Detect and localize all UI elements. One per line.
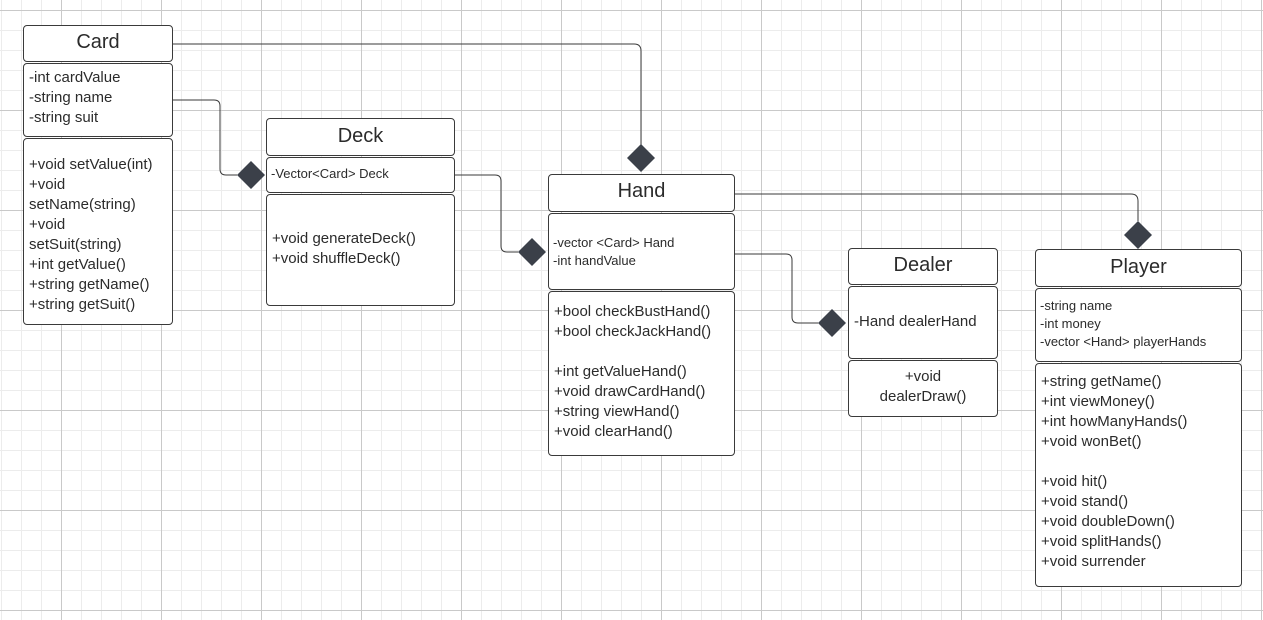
deck-methods-box[interactable]: +void generateDeck() +void shuffleDeck() [266, 194, 455, 306]
card-methods-line: setName(string) [29, 196, 136, 213]
deck-methods-line: +void shuffleDeck() [272, 250, 401, 267]
card-attributes-line: -int cardValue [29, 69, 121, 86]
player-class-title: Player [1110, 256, 1167, 278]
player-attributes-line: -vector <Hand> playerHands [1040, 334, 1207, 349]
card-methods-line: +void [29, 176, 66, 193]
hand-methods-line: +void drawCardHand() [554, 383, 706, 400]
card-methods-line: +string getSuit() [29, 296, 136, 313]
hand-attributes: -vector <Card> Hand -int handValue [549, 234, 734, 270]
hand-methods-line: +bool checkBustHand() [554, 303, 711, 320]
player-methods-line: +void hit() [1041, 473, 1108, 490]
composition-diamond-deck[interactable] [237, 161, 265, 189]
hand-methods-line: +void clearHand() [554, 423, 673, 440]
player-attributes-box[interactable]: -string name -int money -vector <Hand> pla… [1035, 288, 1242, 362]
deck-attributes: -Vector<Card> Deck [267, 165, 454, 183]
card-methods-box[interactable]: +void setValue(int) +void setName(string) +… [23, 138, 173, 325]
card-methods-line: +void [29, 216, 66, 233]
dealer-methods-line: dealerDraw() [879, 388, 967, 405]
player-methods-line: +int viewMoney() [1041, 393, 1155, 410]
dealer-attributes-line: -Hand dealerHand [854, 313, 977, 330]
dealer-methods: +void dealerDraw() [849, 367, 997, 407]
hand-methods-line [554, 342, 734, 362]
player-methods-line: +void wonBet() [1041, 433, 1142, 450]
connector-hand-dealer[interactable] [735, 253, 818, 324]
player-methods-line [1041, 452, 1241, 472]
card-attributes-line: -string name [29, 89, 113, 106]
deck-methods-line: +void generateDeck() [272, 230, 416, 247]
card-methods-line: +int getValue() [29, 256, 126, 273]
card-methods-line: +void setValue(int) [29, 156, 153, 173]
hand-methods: +bool checkBustHand() +bool checkJackHand… [549, 302, 734, 442]
deck-methods: +void generateDeck() +void shuffleDeck() [267, 229, 454, 269]
card-class-title: Card [76, 31, 120, 53]
composition-diamond-dealer[interactable] [818, 309, 846, 337]
card-methods: +void setValue(int) +void setName(string) +… [24, 155, 172, 315]
dealer-attributes-box[interactable]: -Hand dealerHand [848, 286, 998, 359]
hand-attributes-line: -int handValue [553, 253, 636, 268]
hand-attributes-box[interactable]: -vector <Card> Hand -int handValue [548, 213, 735, 290]
connector-deck-hand[interactable] [455, 174, 518, 253]
card-class-name-box[interactable]: Card [23, 25, 173, 62]
deck-attributes-box[interactable]: -Vector<Card> Deck [266, 157, 455, 193]
connector-hand-player[interactable] [735, 193, 1139, 221]
hand-class-name-box[interactable]: Hand [548, 174, 735, 212]
player-methods-line: +string getName() [1041, 373, 1162, 390]
player-attributes-line: -string name [1040, 298, 1113, 313]
dealer-class-name-box[interactable]: Dealer [848, 248, 998, 285]
hand-methods-line: +bool checkJackHand() [554, 323, 712, 340]
hand-methods-box[interactable]: +bool checkBustHand() +bool checkJackHand… [548, 291, 735, 456]
dealer-class-title: Dealer [893, 254, 953, 276]
card-attributes-line: -string suit [29, 109, 99, 126]
card-attributes: -int cardValue -string name -string suit [24, 68, 172, 128]
player-methods-box[interactable]: +string getName() +int viewMoney() +int ho… [1035, 363, 1242, 587]
hand-methods-line: +int getValueHand() [554, 363, 687, 380]
hand-attributes-line: -vector <Card> Hand [553, 235, 675, 250]
deck-attributes-line: -Vector<Card> Deck [271, 166, 389, 181]
player-attributes: -string name -int money -vector <Hand> pla… [1036, 297, 1241, 351]
player-attributes-line: -int money [1040, 316, 1101, 331]
deck-class-title: Deck [337, 125, 384, 147]
connector-card-hand[interactable] [173, 43, 642, 146]
composition-diamond-hand-left[interactable] [518, 238, 546, 266]
dealer-attributes: -Hand dealerHand [849, 312, 997, 332]
player-methods-line: +void splitHands() [1041, 533, 1162, 550]
player-methods-line: +void stand() [1041, 493, 1129, 510]
player-methods-line: +void doubleDown() [1041, 513, 1175, 530]
connector-card-deck[interactable] [173, 99, 237, 176]
card-attributes-box[interactable]: -int cardValue -string name -string suit [23, 63, 173, 137]
hand-class-title: Hand [617, 180, 666, 202]
player-methods: +string getName() +int viewMoney() +int ho… [1036, 372, 1241, 572]
dealer-methods-box[interactable]: +void dealerDraw() [848, 360, 998, 417]
dealer-methods-line: +void [904, 368, 942, 385]
player-class-name-box[interactable]: Player [1035, 249, 1242, 287]
composition-diamond-hand-top[interactable] [627, 144, 655, 172]
composition-diamond-player[interactable] [1124, 221, 1152, 249]
hand-methods-line: +string viewHand() [554, 403, 680, 420]
deck-class-name-box[interactable]: Deck [266, 118, 455, 156]
player-methods-line: +int howManyHands() [1041, 413, 1188, 430]
card-methods-line: +string getName() [29, 276, 150, 293]
card-methods-line: setSuit(string) [29, 236, 122, 253]
player-methods-line: +void surrender [1041, 553, 1146, 570]
